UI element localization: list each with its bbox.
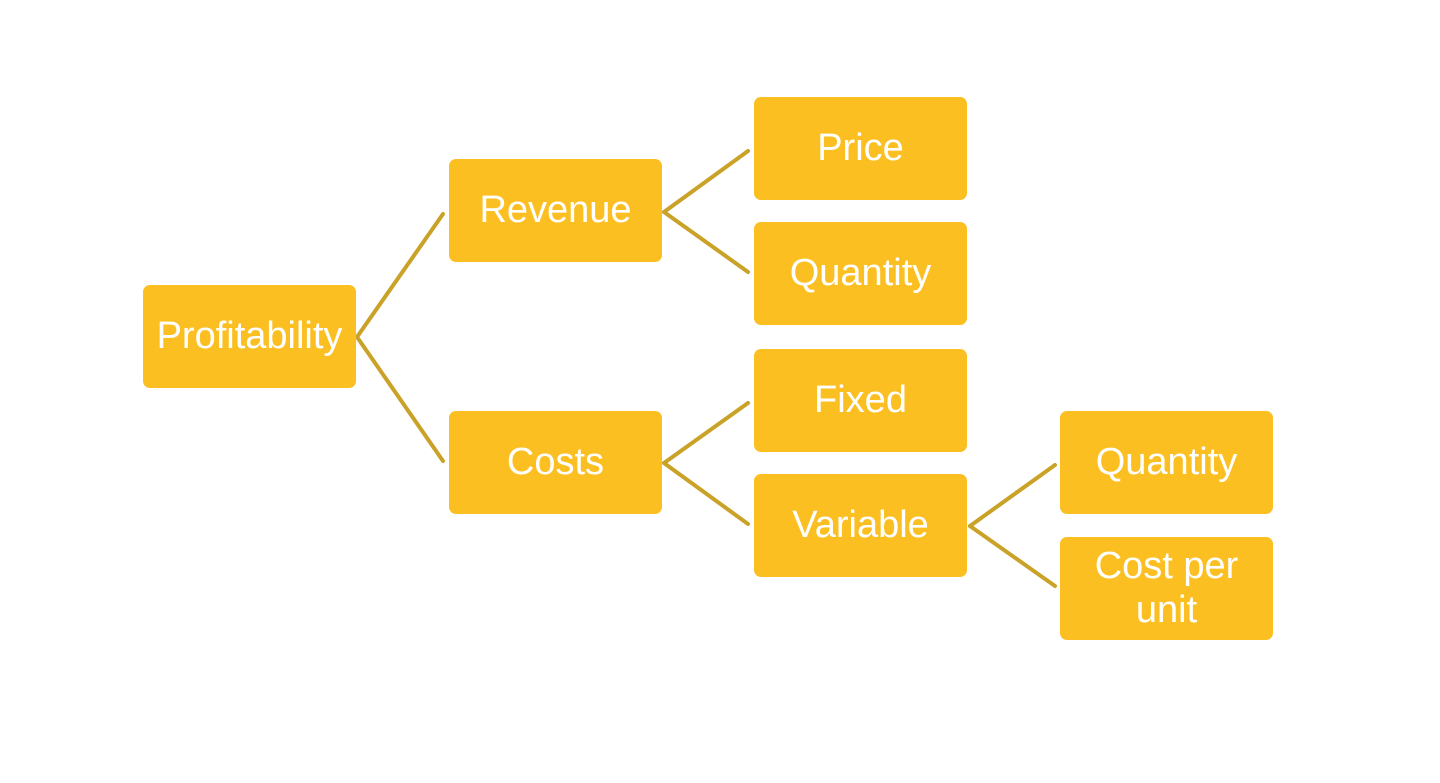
node-revenue: Revenue <box>449 159 662 262</box>
connector-revenue-quantity <box>662 210 750 274</box>
node-cost-per-unit-label: Cost per unit <box>1094 544 1239 631</box>
node-costs: Costs <box>449 411 662 514</box>
connector-variable-cost-per-unit <box>968 524 1057 588</box>
node-revenue-label: Revenue <box>479 188 632 231</box>
node-revenue-quantity-label: Quantity <box>789 251 932 294</box>
node-variable: Variable <box>754 474 967 577</box>
node-revenue-quantity: Quantity <box>754 222 967 325</box>
connector-costs-variable <box>662 461 750 526</box>
node-fixed-label: Fixed <box>814 378 907 421</box>
node-fixed: Fixed <box>754 349 967 452</box>
node-variable-quantity-label: Quantity <box>1095 440 1238 483</box>
node-variable-quantity: Quantity <box>1060 411 1273 514</box>
connector-revenue-price <box>662 149 750 214</box>
connector-profitability-revenue <box>355 212 445 339</box>
connector-variable-quantity <box>968 463 1057 528</box>
node-price: Price <box>754 97 967 200</box>
node-profitability: Profitability <box>143 285 356 388</box>
connector-profitability-costs <box>355 335 445 463</box>
node-price-label: Price <box>817 126 904 169</box>
node-cost-per-unit: Cost per unit <box>1060 537 1273 640</box>
node-costs-label: Costs <box>506 440 605 483</box>
node-profitability-label: Profitability <box>156 314 343 357</box>
connector-costs-fixed <box>662 401 750 465</box>
node-variable-label: Variable <box>792 503 929 546</box>
